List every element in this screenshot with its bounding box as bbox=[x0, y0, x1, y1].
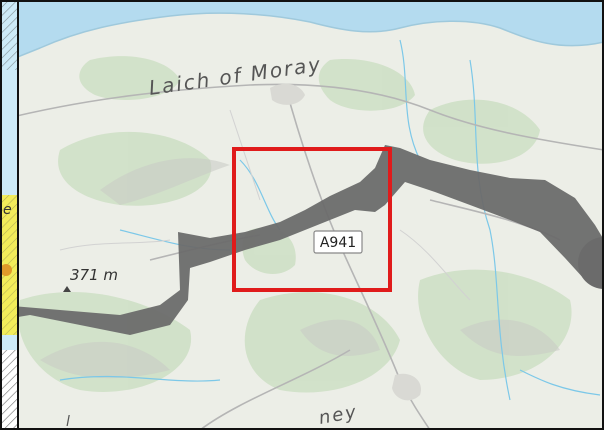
sea-area bbox=[0, 0, 604, 64]
route-corridor bbox=[0, 145, 604, 335]
selection-rectangle[interactable] bbox=[232, 147, 392, 292]
road-shield-a941: A941 bbox=[313, 230, 363, 254]
minor-roads bbox=[59, 109, 471, 301]
corridor-end-node bbox=[578, 237, 604, 289]
town-area-south bbox=[392, 373, 421, 401]
town-area bbox=[270, 83, 305, 105]
summit-marker-icon bbox=[63, 286, 71, 292]
partial-place-label-bottom-left: l bbox=[66, 414, 72, 430]
elevation-label: 371 m bbox=[70, 266, 118, 284]
partial-label-left: e bbox=[3, 202, 12, 218]
adjacent-map-strip bbox=[0, 0, 19, 430]
svg-text:A941: A941 bbox=[320, 235, 356, 251]
hillshade bbox=[40, 158, 560, 379]
coastline bbox=[0, 12, 604, 65]
